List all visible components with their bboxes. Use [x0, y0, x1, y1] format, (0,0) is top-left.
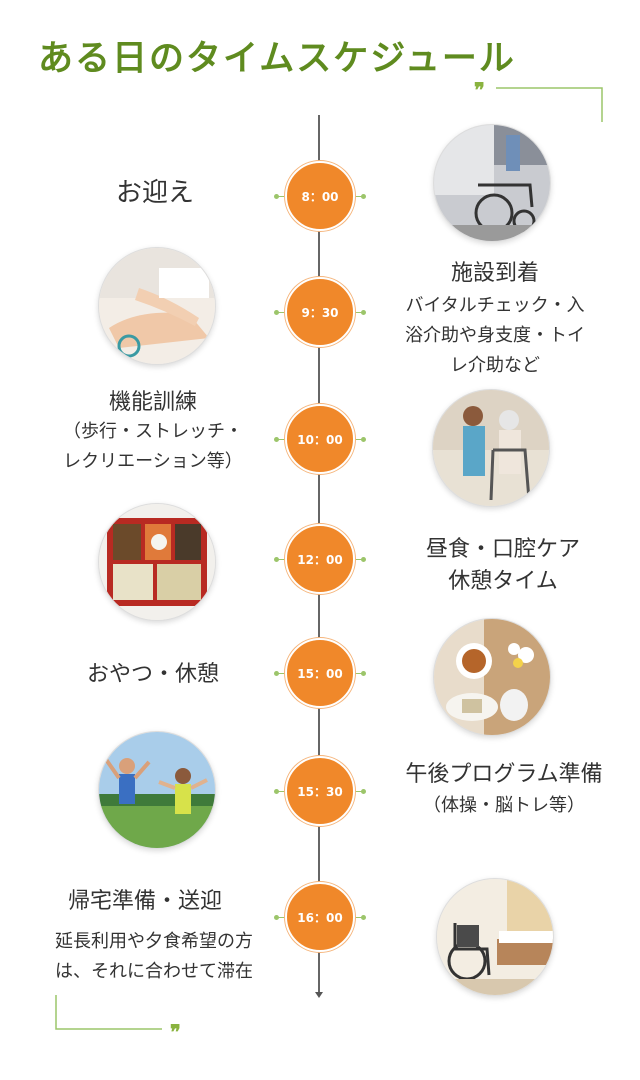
wheelchair-assist-photo — [433, 124, 551, 242]
schedule-desc: レクリエーション等） — [63, 451, 243, 472]
schedule-desc: バイタルチェック・入 — [405, 295, 585, 316]
walker-assist-photo — [432, 389, 550, 507]
schedule-title: お迎え — [115, 178, 194, 208]
corner-line-bottom — [55, 995, 162, 1030]
page-title: ある日のタイムスケジュール — [38, 39, 516, 79]
quote-mark-icon: ❞ — [170, 1020, 181, 1044]
schedule-desc: 休憩タイム — [448, 569, 558, 594]
stretching-exercise-photo — [98, 731, 216, 849]
schedule-title: 午後プログラム準備 — [405, 762, 603, 787]
schedule-title: 機能訓練 — [108, 390, 197, 415]
schedule-title: おやつ・休憩 — [86, 662, 219, 687]
schedule-desc: 延長利用や夕食希望の方 — [55, 931, 253, 952]
schedule-desc: は、それに合わせて滞在 — [55, 961, 253, 982]
quote-mark-icon: ❞ — [474, 78, 485, 102]
schedule-title: 帰宅準備・送迎 — [67, 889, 222, 914]
tea-snack-photo — [433, 618, 551, 736]
schedule-desc: 浴介助や身支度・トイ — [405, 325, 585, 346]
time-marker: 15：30 — [285, 756, 355, 826]
time-marker: 9：30 — [285, 277, 355, 347]
time-marker: 12：00 — [285, 524, 355, 594]
timeline-arrow-icon — [315, 992, 323, 998]
schedule-desc: （歩行・ストレッチ・ — [63, 421, 243, 442]
schedule-title: 昼食・口腔ケア — [425, 537, 580, 562]
time-marker: 10：00 — [285, 404, 355, 474]
wheelchair-bed-room-photo — [436, 878, 554, 996]
corner-line-top — [496, 87, 603, 122]
pulse-check-photo — [98, 247, 216, 365]
time-marker: 15：00 — [285, 638, 355, 708]
schedule-desc: （体操・脳トレ等） — [423, 795, 585, 816]
bento-lunch-photo — [98, 503, 216, 621]
schedule-title: 施設到着 — [450, 261, 539, 286]
time-marker: 16：00 — [285, 882, 355, 952]
time-marker: 8：00 — [285, 161, 355, 231]
schedule-desc: レ介助など — [450, 355, 540, 376]
